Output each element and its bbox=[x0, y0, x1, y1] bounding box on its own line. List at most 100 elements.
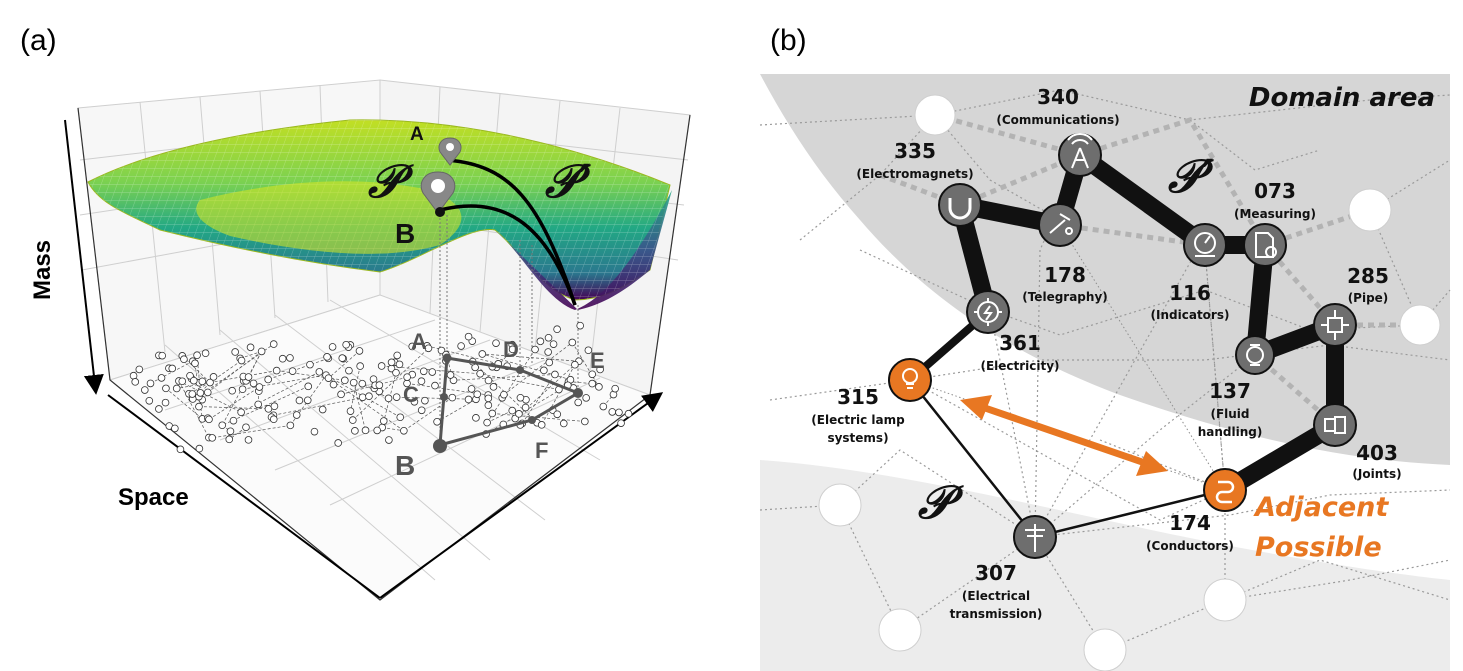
floor-node bbox=[457, 342, 465, 350]
floor-node bbox=[286, 354, 294, 362]
floor-edge bbox=[340, 376, 408, 395]
floor-node bbox=[237, 356, 246, 365]
desc-174: (Conductors) bbox=[1146, 539, 1234, 553]
floor-node bbox=[582, 394, 590, 402]
pin-a-icon bbox=[438, 137, 462, 166]
floor-edge bbox=[212, 425, 291, 439]
floor-node bbox=[295, 396, 304, 405]
panel-b-path-p-prime-label: 𝒫′ bbox=[1168, 149, 1214, 203]
floor-node bbox=[337, 390, 345, 399]
floor-node bbox=[328, 343, 337, 351]
floor-edge bbox=[165, 388, 203, 420]
placeholder-nodes bbox=[818, 94, 1441, 671]
floor-node bbox=[476, 369, 484, 378]
code-137: 137 bbox=[1209, 379, 1251, 403]
floor-node bbox=[369, 375, 378, 383]
panel-a: (a) Mass Space bbox=[20, 24, 691, 601]
floor-node bbox=[500, 390, 508, 399]
floor-node bbox=[131, 378, 140, 386]
floor-node bbox=[255, 383, 264, 391]
floor-node bbox=[141, 386, 149, 394]
floor-node bbox=[588, 379, 597, 388]
node-178 bbox=[1038, 203, 1082, 247]
floor-node bbox=[508, 406, 517, 415]
desc-073: (Measuring) bbox=[1234, 207, 1316, 221]
floor-edge bbox=[198, 406, 269, 410]
floor-node bbox=[421, 396, 429, 405]
floor-node bbox=[537, 421, 546, 429]
floor-edge bbox=[503, 342, 573, 395]
floor-node bbox=[446, 371, 455, 379]
path-p-curve bbox=[439, 204, 577, 306]
floor-node bbox=[318, 405, 327, 414]
floor-node bbox=[342, 340, 350, 349]
floor-node bbox=[571, 360, 579, 369]
floor-edge bbox=[242, 374, 327, 390]
floor-node bbox=[269, 340, 278, 348]
floor-node bbox=[286, 421, 295, 430]
floor-node bbox=[306, 360, 314, 369]
ap-links bbox=[909, 224, 1226, 491]
floor-node bbox=[400, 426, 408, 435]
node-174 bbox=[1203, 468, 1247, 512]
desc-137-line1: (Fluid bbox=[1210, 407, 1249, 421]
floor-node bbox=[193, 351, 201, 360]
node-361 bbox=[966, 290, 1010, 334]
floor-edge bbox=[240, 351, 262, 359]
floor-node bbox=[488, 409, 497, 418]
floor-edge bbox=[352, 348, 429, 421]
floor-node bbox=[403, 373, 411, 381]
floor-node bbox=[521, 403, 530, 412]
floor-node bbox=[559, 419, 568, 428]
floor-node bbox=[553, 410, 562, 419]
floor-node bbox=[551, 370, 559, 379]
floor-node bbox=[553, 325, 561, 334]
floor-node bbox=[395, 360, 404, 369]
surface-point-b: B bbox=[395, 218, 415, 249]
y-axis-label: Mass bbox=[29, 240, 56, 300]
power-pole-icon bbox=[1025, 524, 1045, 552]
floor-node bbox=[205, 415, 213, 424]
node-labels: 340 (Communications) 335 (Electromagnets… bbox=[811, 85, 1401, 621]
floor-node bbox=[483, 418, 491, 427]
code-335: 335 bbox=[894, 139, 936, 163]
floor-node bbox=[472, 414, 480, 422]
node-315 bbox=[888, 358, 932, 402]
floor-label-e: E bbox=[590, 348, 605, 373]
floor-edge bbox=[568, 381, 593, 384]
floor-node bbox=[549, 340, 558, 348]
floor-node bbox=[396, 413, 405, 422]
floor-node bbox=[162, 384, 170, 393]
floor-node bbox=[191, 359, 199, 368]
surface-point-a: A bbox=[410, 124, 424, 145]
plot-box-edges bbox=[77, 107, 691, 601]
desc-315-line2: systems) bbox=[827, 431, 888, 445]
panel-a-label: (a) bbox=[20, 24, 57, 57]
floor-edge bbox=[273, 395, 370, 416]
floor-node bbox=[484, 394, 493, 403]
floor-edge bbox=[486, 349, 536, 423]
floor-node bbox=[615, 408, 623, 417]
floor-node bbox=[531, 345, 539, 354]
node-307 bbox=[1013, 515, 1057, 559]
x-axis-label: Space bbox=[118, 484, 189, 511]
pipe-fitting-icon bbox=[1321, 310, 1349, 340]
floor-edge bbox=[178, 380, 210, 438]
floor-node bbox=[492, 339, 500, 347]
floor-node bbox=[303, 396, 312, 405]
lower-region bbox=[760, 460, 1450, 671]
domain-area-title: Domain area bbox=[1249, 83, 1435, 113]
floor-edge bbox=[353, 382, 366, 431]
floor-node bbox=[489, 383, 498, 391]
adjacent-double-arrow bbox=[960, 395, 1168, 476]
lightbulb-icon bbox=[902, 368, 918, 389]
gear-bolt-icon bbox=[974, 298, 1002, 326]
floor-node bbox=[188, 390, 197, 398]
floor-node bbox=[448, 393, 457, 402]
path-p-prime-curve bbox=[446, 158, 577, 306]
floor-node bbox=[424, 344, 433, 353]
floor-edge bbox=[541, 364, 576, 426]
floor-label-f: F bbox=[535, 438, 548, 463]
floor-node bbox=[384, 394, 393, 403]
floor-node bbox=[178, 377, 187, 386]
